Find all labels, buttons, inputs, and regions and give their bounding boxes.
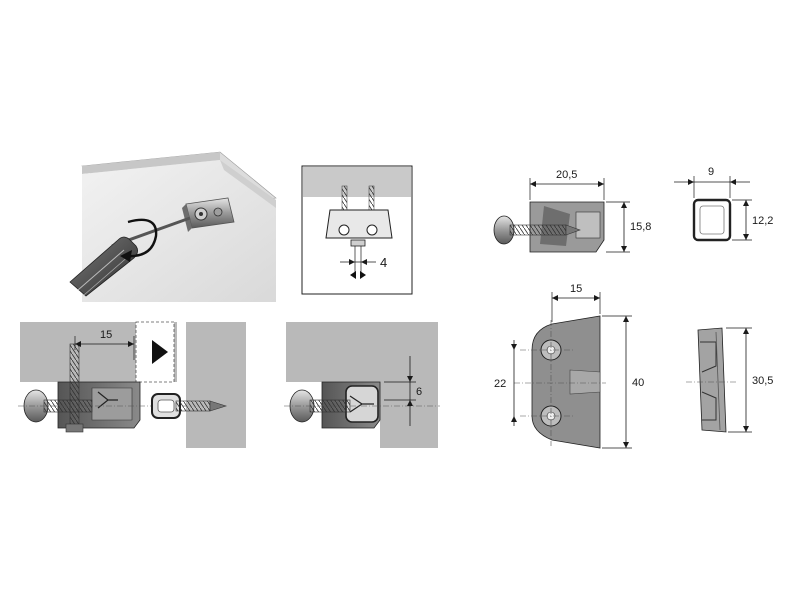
dim-clip-side-height: 30,5 [752,375,773,387]
clip-side-view: 30,5 [686,327,773,433]
cabinet-top-front [82,152,220,174]
cabinet-inner-shadow [220,160,276,208]
board-screw [175,400,228,412]
cabinet-side-panel [82,160,276,302]
dim-clip-width: 9 [708,166,714,178]
installation-view [69,151,277,302]
dim-front-height: 40 [632,377,644,389]
assembly-before-view: 15 [18,321,246,448]
side-view-screw [493,215,581,245]
dim-clip-height: 12,2 [752,215,773,227]
dim-side-width: 20,5 [556,169,577,181]
dim-assembly-gap: 6 [416,386,422,398]
dim-screw-offset: 15 [100,329,112,341]
detail-top-board [303,167,411,197]
assembly-after-view: 6 [284,322,440,448]
assembled-board-right [380,322,438,448]
assembled-board-left [286,322,380,382]
play-arrow-icon [152,340,168,364]
adjustment-detail: 4 [301,165,413,295]
clip-top-view: 9 12,2 [674,166,773,242]
dim-front-width: 15 [570,283,582,295]
right-board [186,322,246,448]
assembled-connector [289,381,381,429]
dim-hole-spacing: 22 [494,378,506,390]
part-front-view: 15 22 40 [494,283,644,449]
dim-side-height: 15,8 [630,221,651,233]
detail-bracket [325,209,393,247]
dim-detail-adjust: 4 [380,255,387,270]
double-arrow-icon [350,271,366,279]
part-side-view: 20,5 15,8 [493,169,651,253]
vertical-screw [65,343,84,433]
rotation-arrow-icon [120,218,158,262]
connector-bracket [182,197,235,232]
screwdriver [69,216,191,297]
